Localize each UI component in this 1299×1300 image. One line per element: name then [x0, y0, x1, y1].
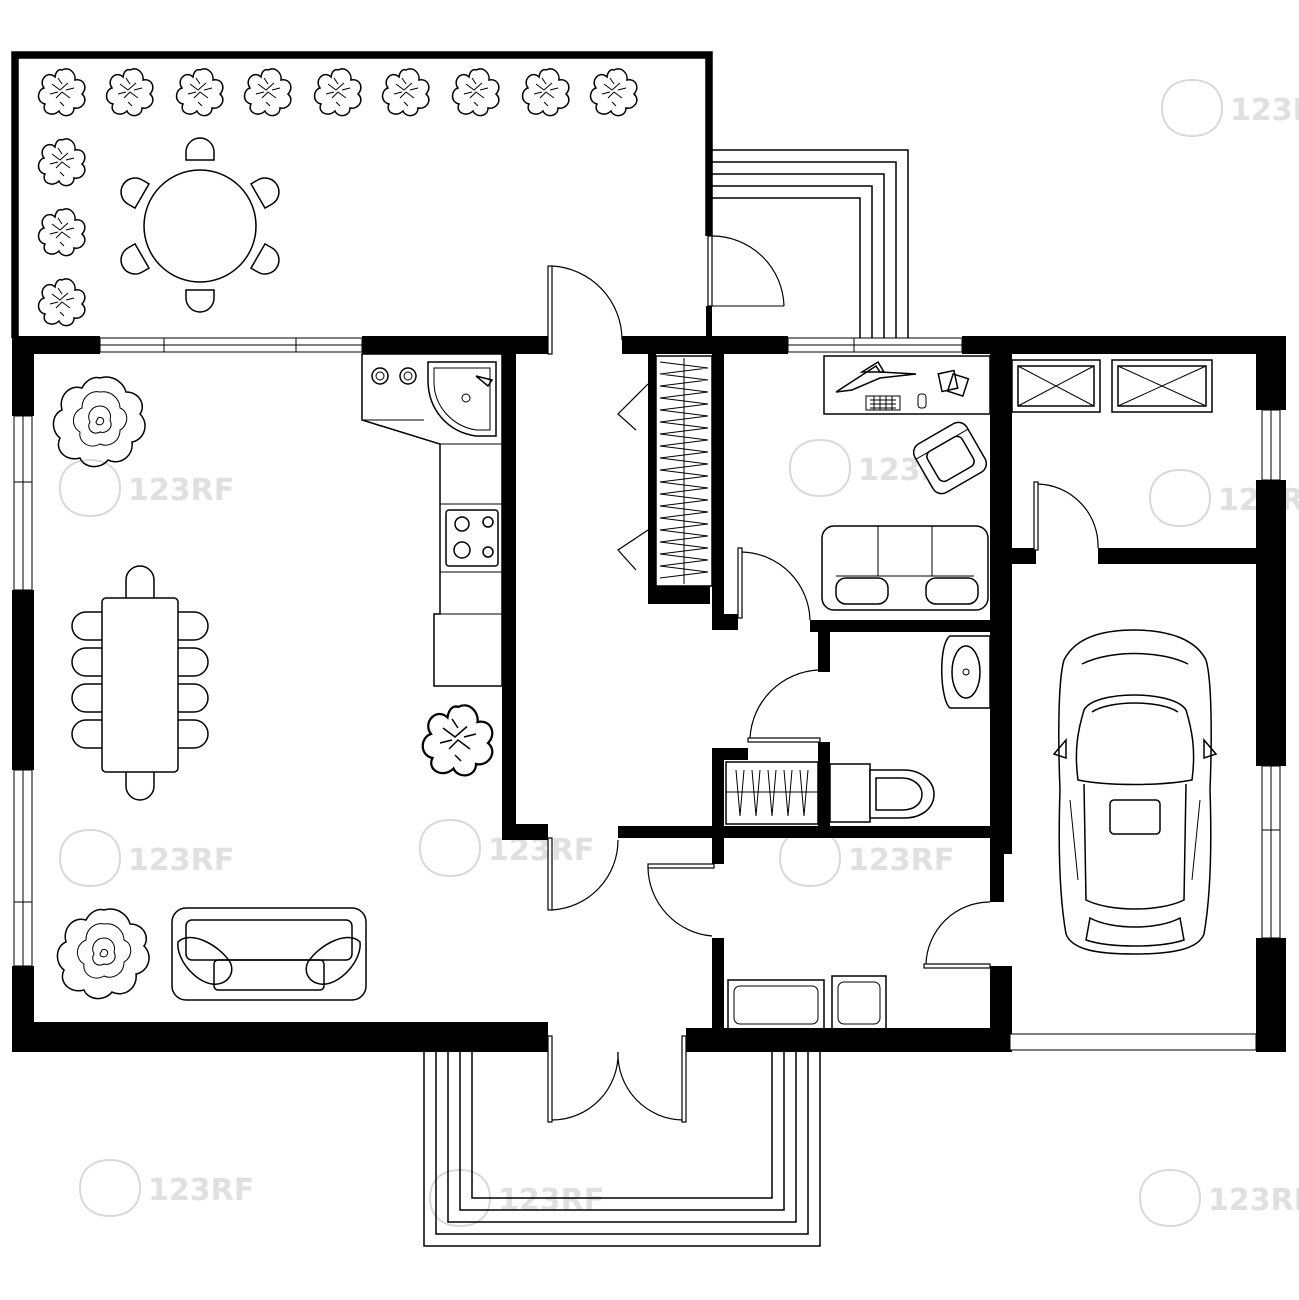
door: [737, 547, 811, 621]
shrub-icon: [37, 208, 86, 257]
round-table-icon: [120, 137, 280, 313]
kitchen: [361, 353, 503, 687]
watermark-layer: 123RF 123RF 123RF 123RF 123RF 123RF 123R…: [58, 78, 1299, 1228]
door: [547, 837, 619, 911]
shrub-icon: [37, 278, 86, 327]
shrub-row: [37, 68, 638, 327]
windows: [13, 337, 1281, 967]
living-dining-room: [52, 376, 494, 1001]
door: [617, 383, 649, 571]
walls: [12, 336, 1286, 1052]
steps-icon: [712, 149, 909, 338]
watermark: 123RF: [1160, 78, 1299, 138]
study: [821, 355, 991, 611]
door: [707, 235, 785, 307]
tree-icon: [52, 376, 146, 468]
bathroom: [725, 635, 991, 825]
door: [1033, 481, 1099, 551]
terrace: [37, 68, 638, 327]
storage-box-icon: [1011, 359, 1101, 413]
window: [13, 415, 33, 591]
watermark: 123RF: [58, 458, 234, 518]
storage-room: [1011, 359, 1213, 413]
sink-icon: [371, 361, 497, 437]
shrub-icon: [421, 704, 494, 777]
sofa-icon: [171, 907, 367, 1001]
watermark-text: 123RF: [848, 843, 954, 878]
washing-machine-icon: [831, 975, 887, 1031]
watermark-text: 123RF: [1230, 93, 1299, 128]
door: [923, 901, 991, 969]
sofa-icon: [821, 525, 989, 611]
watermark-text: 123RF: [148, 1173, 254, 1208]
door: [647, 863, 715, 937]
tree-icon: [56, 908, 150, 1000]
toilet-icon: [829, 763, 935, 823]
shrub-icon: [589, 68, 638, 117]
washbasin-icon: [941, 635, 991, 709]
utility-room: [727, 975, 887, 1031]
watermark: 123RF: [58, 828, 234, 888]
shrub-icon: [37, 138, 86, 187]
wardrobe-icon: [655, 355, 713, 587]
door: [547, 265, 623, 355]
shrub-icon: [243, 68, 292, 117]
shrub-icon: [105, 68, 154, 117]
watermark: 123RF: [1138, 1168, 1299, 1228]
steps-icon: [423, 1050, 821, 1247]
doors: [547, 235, 1257, 1123]
shrub-icon: [381, 68, 430, 117]
bathtub-icon: [727, 979, 825, 1031]
shrub-icon: [37, 68, 86, 117]
window: [1261, 409, 1281, 481]
window: [1261, 765, 1281, 939]
window: [787, 337, 963, 353]
watermark-text: 123RF: [128, 843, 234, 878]
dining-table-icon: [71, 565, 209, 801]
watermark: 123RF: [778, 828, 954, 888]
watermark-text: 123RF: [1208, 1183, 1299, 1218]
watermark-text: 123RF: [128, 473, 234, 508]
armchair-icon: [912, 421, 988, 495]
watermark: 123RF: [78, 1158, 254, 1218]
watermark-text: 123RF: [498, 1183, 604, 1218]
door: [747, 669, 821, 743]
stove-icon: [445, 509, 499, 567]
window: [13, 769, 33, 967]
window: [99, 337, 363, 353]
shrub-icon: [175, 68, 224, 117]
shrub-icon: [313, 68, 362, 117]
car-icon: [1052, 629, 1218, 955]
shrub-icon: [451, 68, 500, 117]
front-door: [547, 1035, 687, 1123]
desk-icon: [823, 355, 991, 415]
wardrobe-icon: [725, 761, 819, 825]
garage-door: [1009, 1033, 1257, 1051]
storage-box-icon: [1111, 359, 1213, 413]
shrub-icon: [521, 68, 570, 117]
